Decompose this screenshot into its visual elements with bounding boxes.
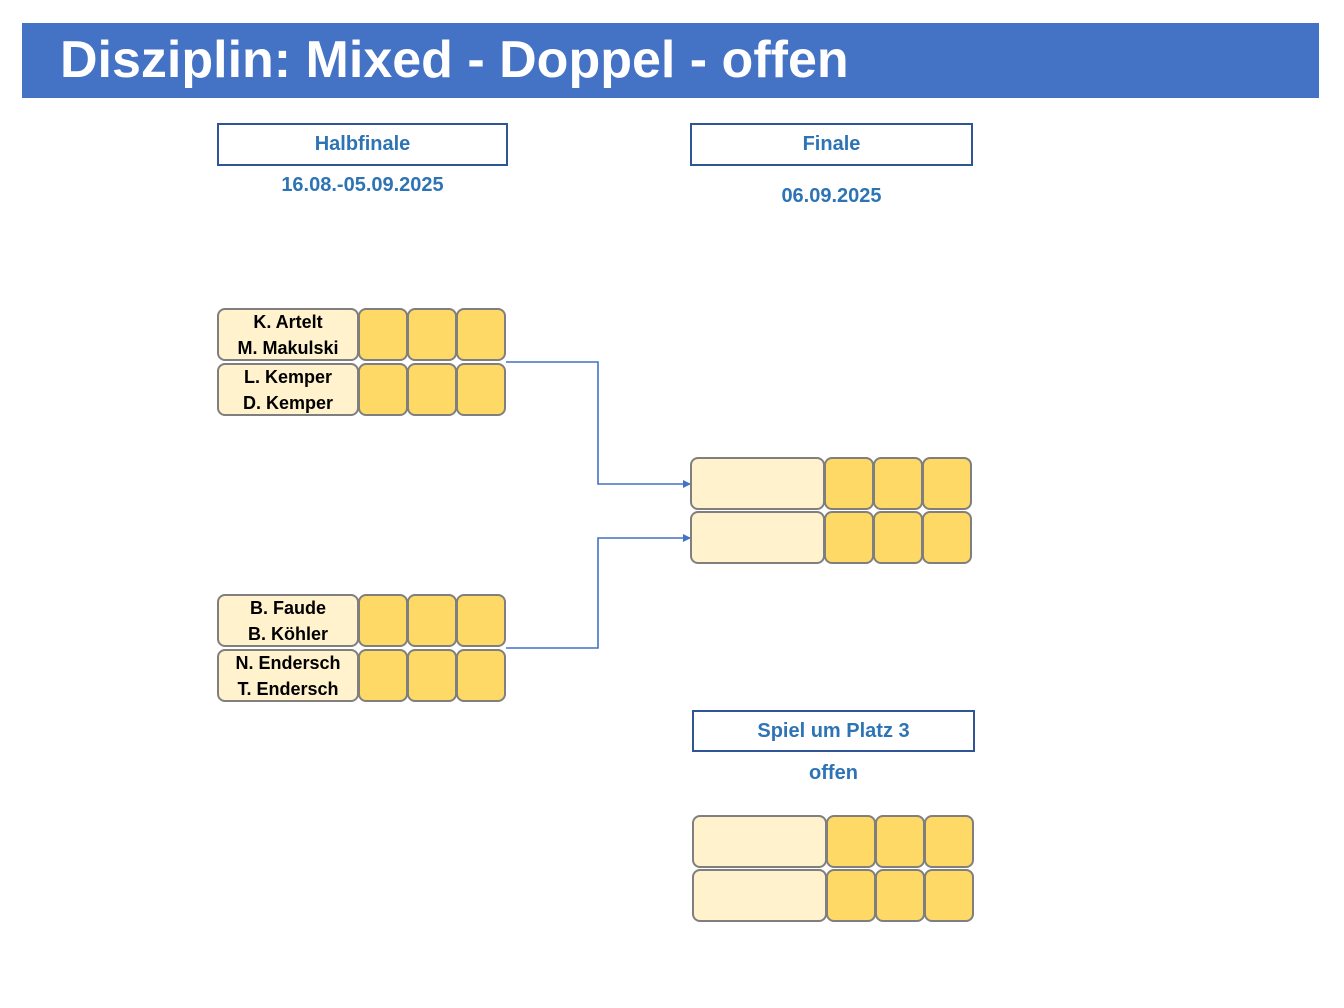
team-name-box [692,815,827,868]
team-name-box: L. Kemper D. Kemper [217,363,359,416]
player-name: B. Faude [249,597,326,618]
score-box-set-2 [407,308,457,361]
score-box-set-1 [824,511,874,564]
connector-semifinal-1 [506,361,691,488]
round-date-platz3: offen [809,762,858,784]
score-box-set-2 [407,594,457,647]
player-name: M. Makulski [237,337,339,358]
score-box-set-2 [873,457,923,510]
player-name: N. Endersch [235,652,341,673]
page-title: Disziplin: Mixed - Doppel - offen [60,31,849,89]
round-label-platz3: Spiel um Platz 3 [692,710,975,752]
score-box-set-3 [456,308,506,361]
player-name: T. Endersch [237,678,339,699]
team-name-box: K. Artelt M. Makulski [217,308,359,361]
player-name: K. Artelt [253,311,323,332]
score-box-set-1 [358,649,408,702]
score-box-set-3 [456,363,506,416]
score-box-set-2 [875,815,925,868]
score-box-set-2 [875,869,925,922]
score-box-set-1 [824,457,874,510]
team-name-box [692,869,827,922]
score-box-set-1 [826,869,876,922]
score-box-set-1 [358,594,408,647]
round-date-halbfinale: 16.08.-05.09.2025 [281,174,444,196]
round-label-finale: Finale [690,123,973,166]
player-name: D. Kemper [242,392,334,413]
connector-semifinal-2 [506,534,691,649]
score-box-set-3 [922,511,972,564]
score-box-set-3 [456,594,506,647]
team-name-box: B. Faude B. Köhler [217,594,359,647]
score-box-set-1 [826,815,876,868]
round-label-halbfinale: Halbfinale [217,123,508,166]
score-box-set-1 [358,308,408,361]
score-box-set-3 [456,649,506,702]
score-box-set-3 [924,815,974,868]
score-box-set-2 [407,363,457,416]
team-name-box [690,511,825,564]
player-name: B. Köhler [247,623,328,644]
score-box-set-1 [358,363,408,416]
score-box-set-2 [407,649,457,702]
score-box-set-3 [922,457,972,510]
score-box-set-2 [873,511,923,564]
team-name-box [690,457,825,510]
title-bar: Disziplin: Mixed - Doppel - offen [22,23,1319,98]
player-name: L. Kemper [243,366,333,387]
score-box-set-3 [924,869,974,922]
round-date-finale: 06.09.2025 [781,185,882,207]
team-name-box: N. Endersch T. Endersch [217,649,359,702]
